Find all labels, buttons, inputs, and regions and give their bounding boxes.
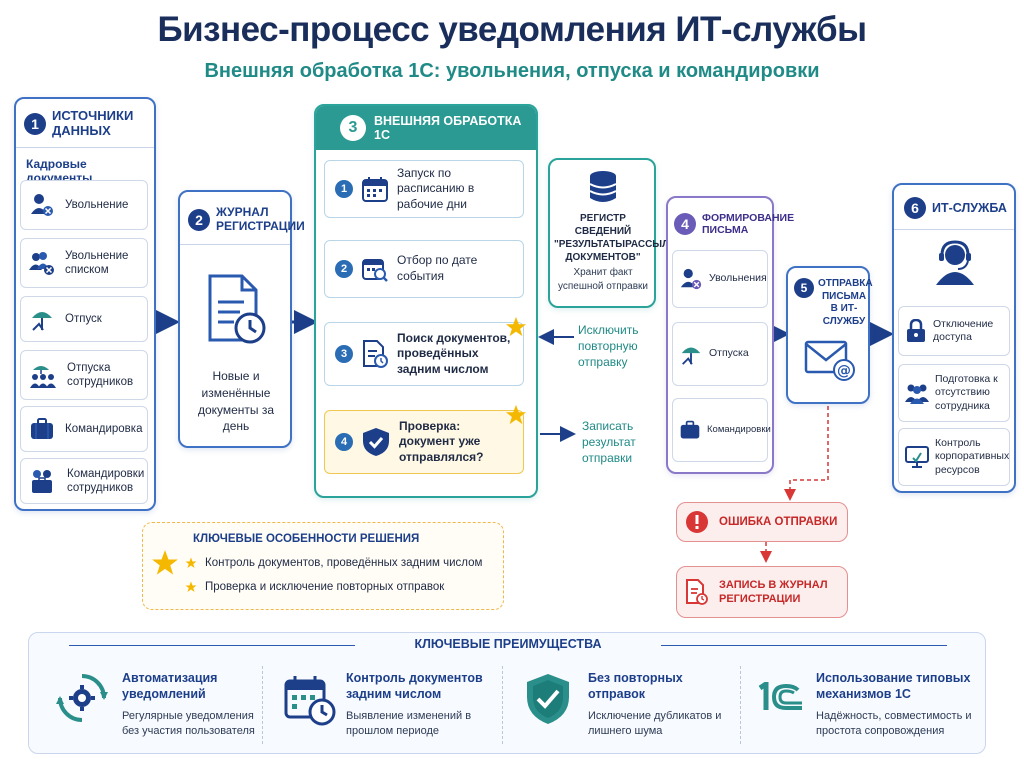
it-item-prepare: Подготовка к отсутствию сотрудника bbox=[898, 364, 1010, 422]
it-item-access: Отключение доступа bbox=[898, 306, 1010, 356]
gear-cycle-icon bbox=[56, 672, 108, 724]
sending-panel: 5 ОТПРАВКА ПИСЬМА В ИТ-СЛУЖБУ @ bbox=[786, 266, 873, 404]
record-label: Записать результат отправки bbox=[582, 419, 636, 466]
journal-title: ЖУРНАЛ РЕГИСТРАЦИИ bbox=[216, 205, 305, 233]
divider bbox=[262, 666, 263, 744]
it-title: ИТ-СЛУЖБА bbox=[932, 200, 1007, 215]
shield-check-icon bbox=[524, 672, 572, 726]
error-icon bbox=[685, 510, 709, 534]
star-icon bbox=[505, 316, 527, 343]
journal-desc: Новые и изменённые документы за день bbox=[197, 369, 275, 434]
page-title: Бизнес-процесс уведомления ИТ-службы bbox=[157, 10, 867, 49]
processing-step-1: 1 Запуск по расписанию в рабочие дни bbox=[324, 160, 524, 218]
calendar-search-icon bbox=[361, 255, 389, 283]
forming-title: ФОРМИРОВАНИЕ ПИСЬМА bbox=[702, 212, 795, 237]
group-icon bbox=[905, 382, 929, 404]
lock-icon bbox=[905, 319, 927, 343]
features-panel: КЛЮЧЕВЫЕ ОСОБЕННОСТИ РЕШЕНИЯ Контроль до… bbox=[142, 522, 504, 610]
processing-step-4: 4 Проверка: документ уже отправлялся? bbox=[324, 410, 524, 474]
group-remove-icon bbox=[29, 250, 55, 276]
arrow-error-path bbox=[784, 406, 829, 501]
processing-title: ВНЕШНЯЯ ОБРАБОТКА 1С bbox=[374, 114, 522, 142]
source-item-vacations-staff: Отпуска сотрудников bbox=[20, 350, 148, 400]
error-label: ОШИБКА ОТПРАВКИ bbox=[719, 516, 838, 528]
logo-1c-icon bbox=[754, 682, 806, 712]
sources-title: ИСТОЧНИКИ ДАННЫХ bbox=[52, 108, 134, 138]
monitor-check-icon bbox=[905, 445, 929, 469]
source-item-business-trip: Командировка bbox=[20, 406, 148, 452]
journal-panel: 2 ЖУРНАЛ РЕГИСТРАЦИИ Новые и изменённые … bbox=[178, 190, 305, 448]
page-subtitle: Внешняя обработка 1С: увольнения, отпуск… bbox=[204, 60, 820, 82]
journal-number: 2 bbox=[188, 208, 210, 231]
register-panel: РЕГИСТР СВЕДЕНИЙ "РЕЗУЛЬТАТЫРАССЫЛКИ ДОК… bbox=[548, 158, 683, 308]
beach-umbrella-icon bbox=[679, 342, 703, 366]
svg-text:@: @ bbox=[837, 363, 851, 379]
processing-number: 3 bbox=[340, 115, 366, 141]
database-icon bbox=[588, 170, 618, 204]
advantages-panel: КЛЮЧЕВЫЕ ПРЕИМУЩЕСТВА bbox=[28, 632, 986, 754]
advantages-title: КЛЮЧЕВЫЕ ПРЕИМУЩЕСТВА bbox=[414, 637, 602, 651]
source-item-vacation: Отпуск bbox=[20, 296, 148, 342]
source-item-business-trips-staff: Командировки сотрудников bbox=[20, 458, 148, 504]
features-title: КЛЮЧЕВЫЕ ОСОБЕННОСТИ РЕШЕНИЯ bbox=[193, 533, 420, 545]
calendar-clock-icon bbox=[284, 674, 336, 726]
advantage-automation: Автоматизация уведомлений Регулярные уве… bbox=[56, 668, 256, 748]
source-item-dismissal: Увольнение bbox=[20, 180, 148, 230]
star-icon bbox=[185, 557, 197, 568]
group-umbrella-icon bbox=[29, 362, 57, 388]
suitcase-icon bbox=[29, 417, 55, 441]
sending-title: ОТПРАВКА ПИСЬМА В ИТ-СЛУЖБУ bbox=[818, 278, 873, 327]
forming-number: 4 bbox=[674, 213, 696, 236]
error-log-label: ЗАПИСЬ В ЖУРНАЛ РЕГИСТРАЦИИ bbox=[719, 578, 828, 605]
divider bbox=[502, 666, 503, 744]
register-title: РЕГИСТР СВЕДЕНИЙ "РЕЗУЛЬТАТЫРАССЫЛКИ ДОК… bbox=[554, 213, 683, 263]
sources-number: 1 bbox=[24, 112, 46, 135]
calendar-icon bbox=[361, 175, 389, 203]
feature-item: Проверка и исключение повторных отправок bbox=[185, 581, 444, 593]
document-clock-icon bbox=[361, 339, 389, 369]
document-clock-icon bbox=[204, 274, 268, 346]
processing-step-3: 3 Поиск документов, проведённых задним ч… bbox=[324, 322, 524, 386]
group-suitcase-icon bbox=[29, 468, 57, 494]
document-clock-icon bbox=[685, 578, 709, 606]
error-box: ОШИБКА ОТПРАВКИ bbox=[676, 502, 848, 542]
beach-umbrella-icon bbox=[29, 306, 55, 332]
advantage-typical-1c: Использование типовых механизмов 1С Надё… bbox=[754, 668, 984, 748]
person-remove-icon bbox=[29, 192, 55, 218]
forming-item-vacations: Отпуска bbox=[672, 322, 768, 386]
advantage-no-duplicates: Без повторных отправок Исключение дублик… bbox=[524, 668, 724, 748]
sending-number: 5 bbox=[794, 278, 814, 298]
suitcase-icon bbox=[679, 419, 701, 441]
processing-step-2: 2 Отбор по дате события bbox=[324, 240, 524, 298]
it-item-resources: Контроль корпоративных ресурсов bbox=[898, 428, 1010, 486]
error-log-box: ЗАПИСЬ В ЖУРНАЛ РЕГИСТРАЦИИ bbox=[676, 566, 848, 618]
star-icon bbox=[185, 581, 197, 592]
email-icon: @ bbox=[804, 338, 856, 382]
star-icon bbox=[505, 404, 527, 431]
forming-item-dismissals: Увольнения bbox=[672, 250, 768, 308]
person-remove-icon bbox=[679, 267, 703, 291]
register-desc: Хранит факт успешной отправки bbox=[557, 267, 649, 292]
divider bbox=[740, 666, 741, 744]
feature-item: Контроль документов, проведённых задним … bbox=[185, 557, 482, 569]
exclude-label: Исключить повторную отправку bbox=[578, 323, 639, 370]
source-item-dismissal-list: Увольнение списком bbox=[20, 238, 148, 288]
star-icon bbox=[151, 549, 179, 577]
support-agent-icon bbox=[932, 239, 978, 285]
processing-header: 3 ВНЕШНЯЯ ОБРАБОТКА 1С bbox=[316, 106, 536, 150]
it-number: 6 bbox=[904, 197, 926, 219]
forming-item-trips: Командировки bbox=[672, 398, 771, 462]
advantage-backdated: Контроль документов задним числом Выявле… bbox=[284, 668, 514, 748]
shield-check-icon bbox=[361, 426, 391, 458]
